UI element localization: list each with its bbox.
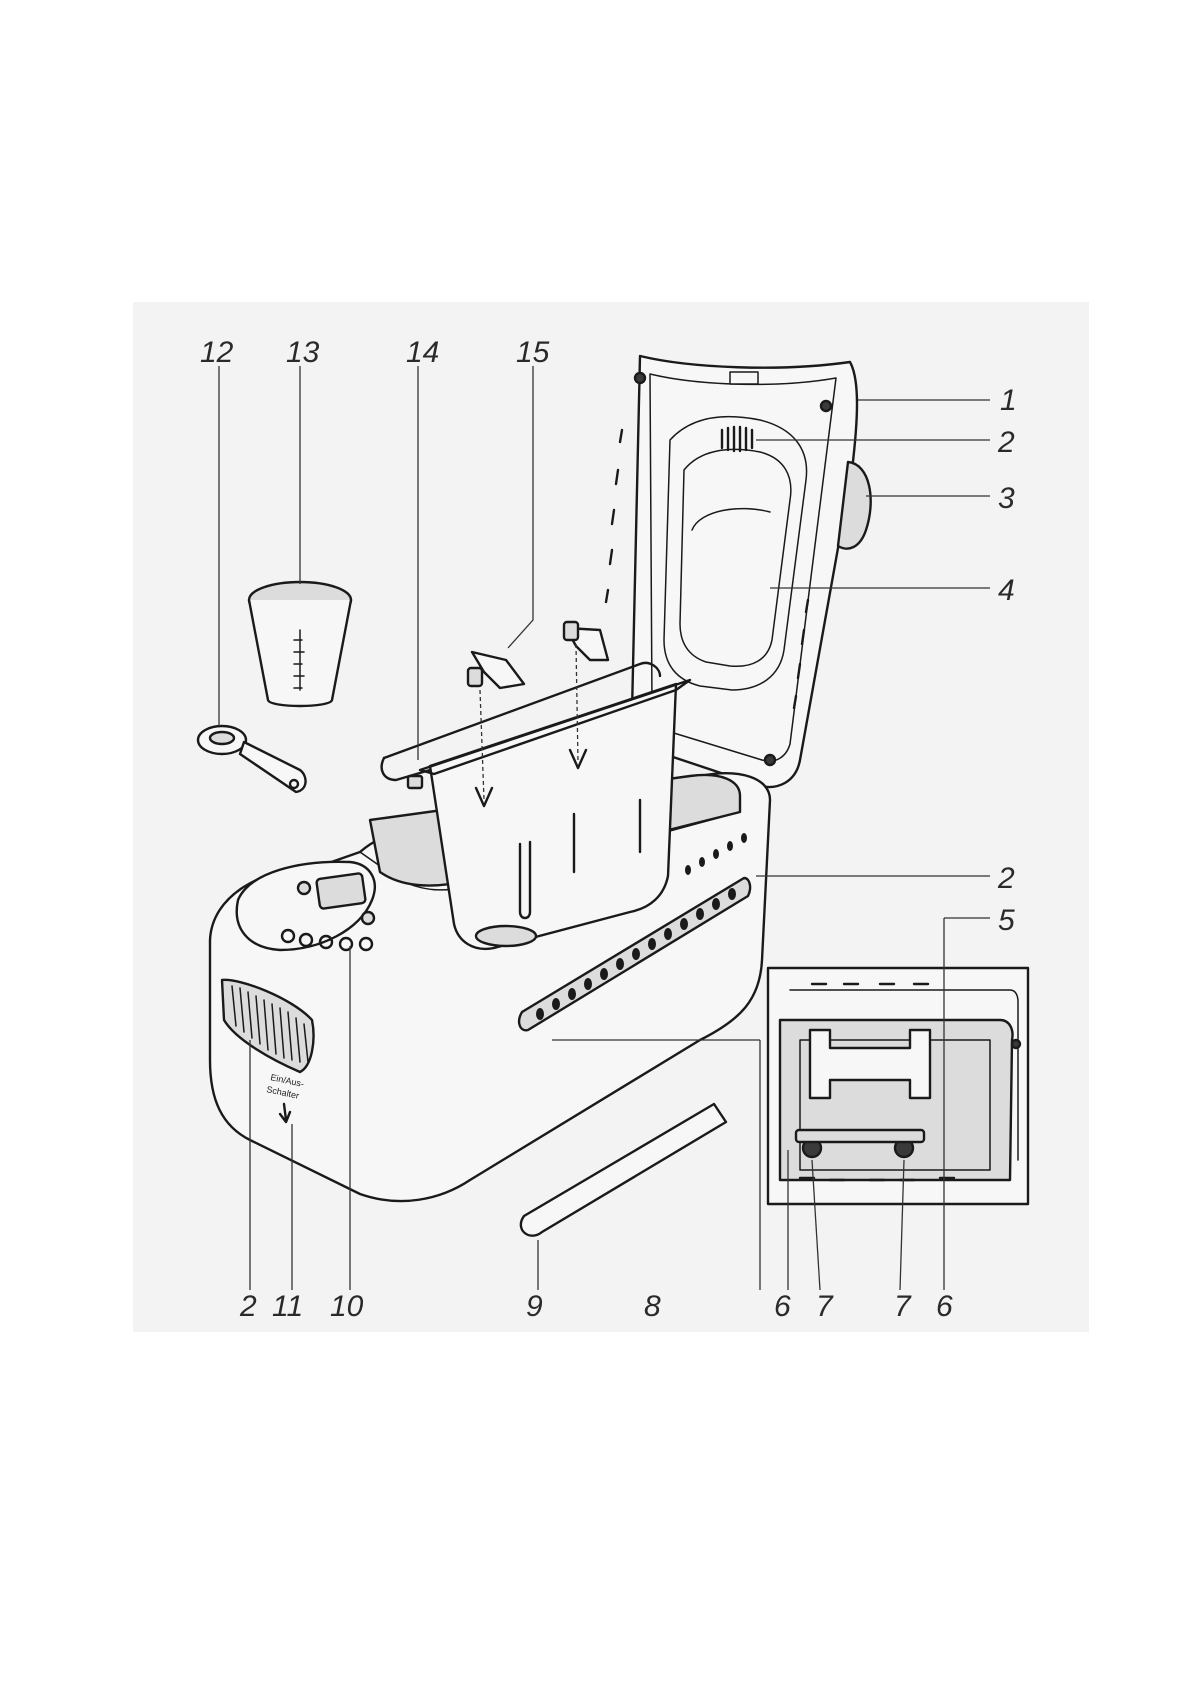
- callout-2-top: 2: [997, 426, 1015, 459]
- callout-12: 12: [200, 336, 234, 369]
- callout-3: 3: [998, 482, 1015, 515]
- callout-15: 15: [516, 336, 550, 369]
- callout-6-left: 6: [774, 1290, 791, 1323]
- callout-1: 1: [1000, 384, 1017, 417]
- baking-chamber-detail-inset: [768, 968, 1028, 1204]
- callout-5: 5: [998, 904, 1015, 937]
- callout-6-right: 6: [936, 1290, 953, 1323]
- callout-10: 10: [330, 1290, 364, 1323]
- callout-2-bottom: 2: [239, 1290, 257, 1323]
- callout-7-right: 7: [894, 1290, 912, 1323]
- callout-2-mid: 2: [997, 862, 1015, 895]
- callout-7-left: 7: [816, 1290, 834, 1323]
- callout-4: 4: [998, 574, 1015, 607]
- callout-13: 13: [286, 336, 320, 369]
- callout-9: 9: [526, 1290, 543, 1323]
- callout-11: 11: [272, 1290, 303, 1323]
- lcd-display: [316, 873, 366, 909]
- callout-14: 14: [406, 336, 439, 369]
- callout-8: 8: [644, 1290, 661, 1323]
